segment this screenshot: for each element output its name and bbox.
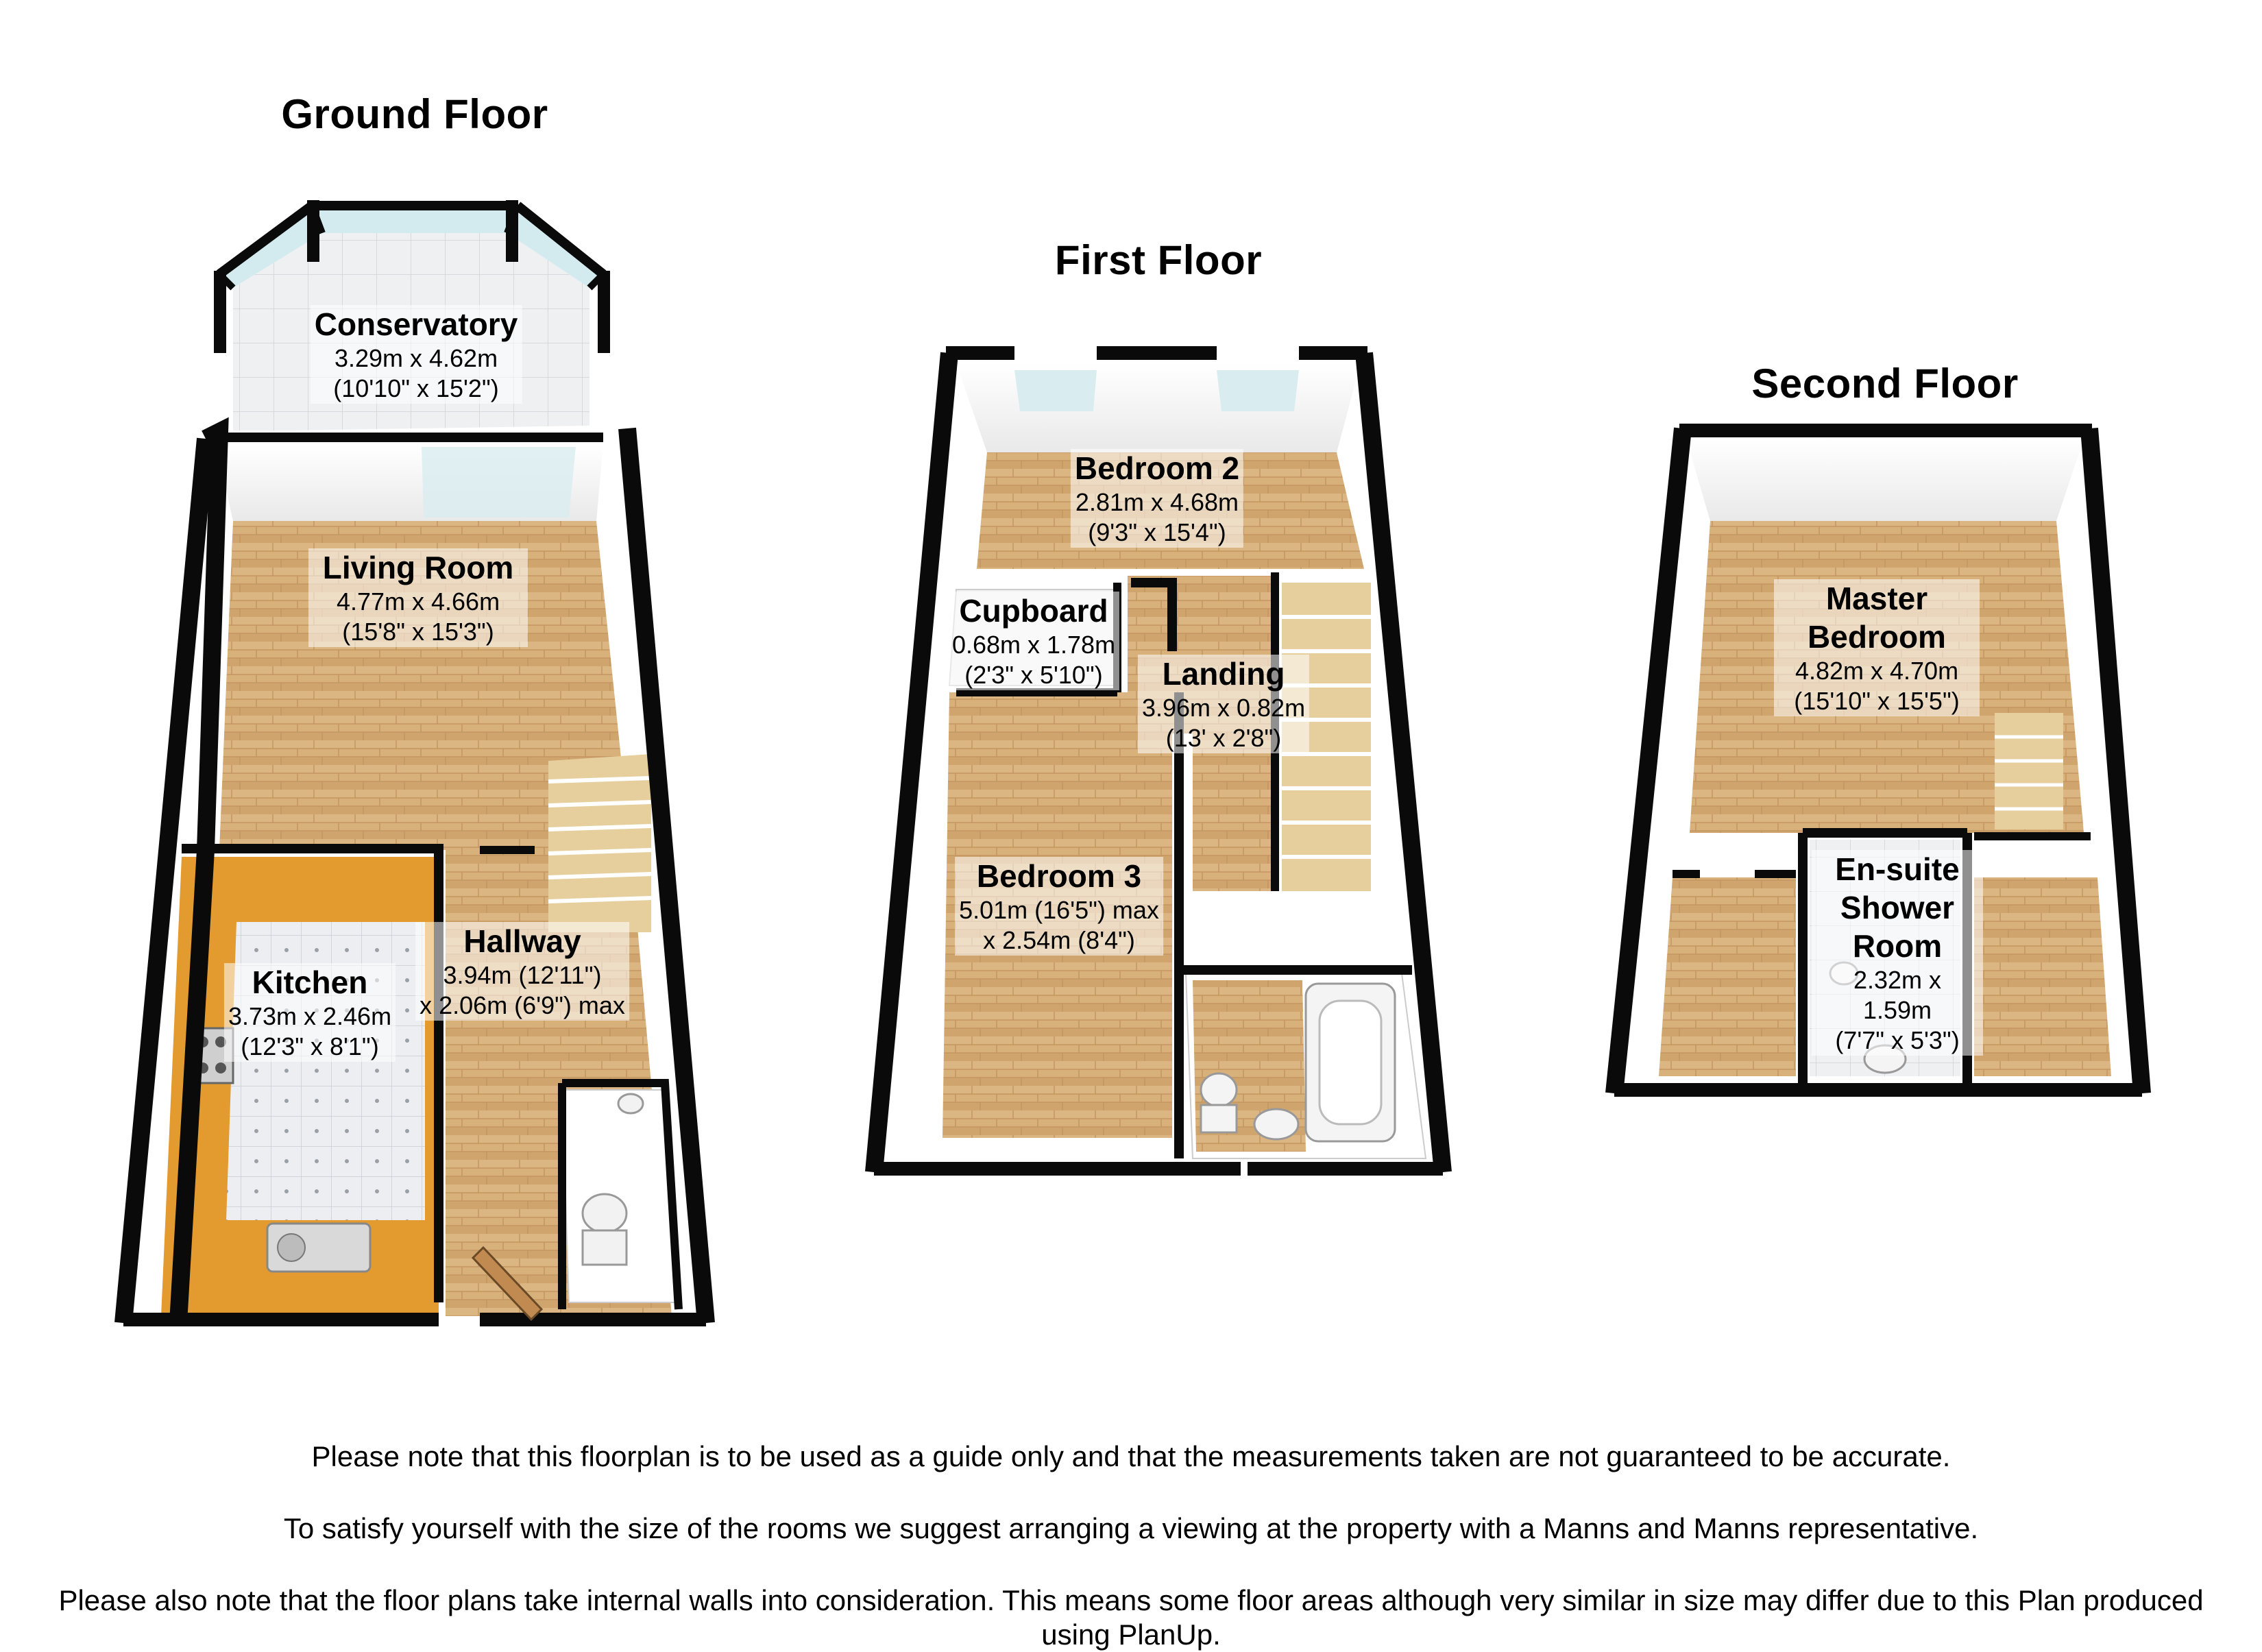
room-name: Bedroom 2 bbox=[1070, 449, 1244, 487]
room-name: Cupboard bbox=[947, 592, 1120, 630]
room-name: Living Room bbox=[308, 548, 528, 587]
room-dim-metric: 3.29m x 4.62m bbox=[310, 343, 522, 374]
room-dim-metric: 4.82m x 4.70m bbox=[1774, 656, 1980, 686]
room-dim-metric: 3.73m x 2.46m bbox=[223, 1001, 396, 1032]
ground-floor-title: Ground Floor bbox=[281, 91, 548, 137]
room-label-kitchen: Kitchen 3.73m x 2.46m (12'3" x 8'1") bbox=[223, 963, 396, 1062]
room-label-living-room: Living Room 4.77m x 4.66m (15'8" x 15'3"… bbox=[308, 548, 528, 647]
first-floor-title: First Floor bbox=[1054, 237, 1263, 283]
room-dim-metric: 2.81m x 4.68m bbox=[1070, 487, 1244, 518]
disclaimer-line-1: Please note that this floorplan is to be… bbox=[311, 1440, 1951, 1472]
room-label-landing: Landing 3.96m x 0.82m (13' x 2'8") bbox=[1137, 655, 1310, 753]
room-dim-imperial: (15'8" x 15'3") bbox=[308, 617, 528, 647]
room-label-en-suite-shower-room: En-suite Shower Room 2.32m x 1.59m (7'7"… bbox=[1812, 850, 1983, 1056]
room-label-conservatory: Conservatory 3.29m x 4.62m (10'10" x 15'… bbox=[310, 305, 522, 404]
room-dim-imperial: (2'3" x 5'10") bbox=[947, 660, 1120, 690]
room-dim-imperial: (9'3" x 15'4") bbox=[1070, 518, 1244, 548]
room-dim-metric: 0.68m x 1.78m bbox=[947, 630, 1120, 660]
room-dim-imperial: x 2.54m (8'4") bbox=[955, 925, 1163, 956]
first-floor-plan bbox=[865, 346, 1452, 1176]
room-name: Landing bbox=[1137, 655, 1310, 693]
room-dim-metric: 2.32m x 1.59m bbox=[1812, 965, 1983, 1025]
room-dim-imperial: (10'10" x 15'2") bbox=[310, 374, 522, 404]
room-dim-imperial: x 2.06m (6'9") max bbox=[415, 991, 629, 1021]
disclaimer-line-2: To satisfy yourself with the size of the… bbox=[283, 1512, 1979, 1544]
ground-floor-stairs bbox=[548, 754, 652, 932]
room-label-hallway: Hallway 3.94m (12'11") x 2.06m (6'9") ma… bbox=[415, 922, 629, 1021]
room-dim-metric: 3.94m (12'11") bbox=[415, 960, 629, 991]
room-name: Hallway bbox=[415, 922, 629, 960]
room-dim-imperial: (15'10" x 15'5") bbox=[1774, 686, 1980, 716]
room-name: Master Bedroom bbox=[1774, 579, 1980, 656]
room-dim-imperial: (12'3" x 8'1") bbox=[223, 1032, 396, 1062]
room-label-bedroom-3: Bedroom 3 5.01m (16'5") max x 2.54m (8'4… bbox=[955, 857, 1163, 956]
room-name: En-suite Shower Room bbox=[1812, 850, 1983, 965]
room-label-cupboard: Cupboard 0.68m x 1.78m (2'3" x 5'10") bbox=[947, 592, 1120, 690]
second-floor-title: Second Floor bbox=[1751, 361, 2019, 406]
room-dim-metric: 4.77m x 4.66m bbox=[308, 587, 528, 617]
room-label-bedroom-2: Bedroom 2 2.81m x 4.68m (9'3" x 15'4") bbox=[1070, 449, 1244, 548]
room-label-master-bedroom: Master Bedroom 4.82m x 4.70m (15'10" x 1… bbox=[1774, 579, 1980, 716]
disclaimer-line-3: Please also note that the floor plans ta… bbox=[58, 1584, 2204, 1651]
room-dim-imperial: (7'7" x 5'3") bbox=[1812, 1025, 1983, 1056]
second-floor-stairs bbox=[1995, 713, 2063, 829]
room-dim-metric: 3.96m x 0.82m bbox=[1137, 693, 1310, 723]
room-name: Kitchen bbox=[223, 963, 396, 1001]
room-dim-imperial: (13' x 2'8") bbox=[1137, 723, 1310, 753]
room-name: Conservatory bbox=[310, 305, 522, 343]
room-dim-metric: 5.01m (16'5") max bbox=[955, 895, 1163, 925]
room-name: Bedroom 3 bbox=[955, 857, 1163, 895]
